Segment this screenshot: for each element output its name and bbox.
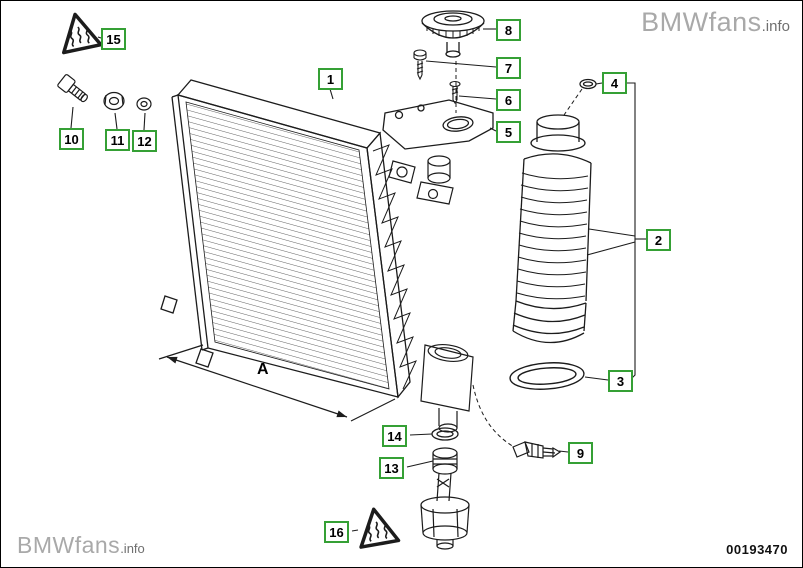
radiator-side-fins bbox=[372, 144, 417, 390]
o-ring bbox=[579, 78, 597, 90]
warning-triangle-icon bbox=[61, 12, 103, 55]
callout-6[interactable]: 6 bbox=[496, 89, 521, 111]
watermark-bottom-left: BMWfans.info bbox=[17, 532, 145, 559]
callout-14[interactable]: 14 bbox=[382, 425, 407, 447]
callout-3[interactable]: 3 bbox=[608, 370, 633, 392]
hex-nut bbox=[103, 91, 125, 111]
radiator-filler-neck bbox=[388, 155, 454, 205]
radiator-outlet bbox=[420, 344, 474, 433]
part-number: 00193470 bbox=[726, 542, 788, 557]
leader-lines bbox=[70, 28, 646, 532]
seal-ring bbox=[431, 427, 459, 441]
drain-fitting bbox=[420, 447, 470, 550]
watermark-brand: BMWfans bbox=[641, 7, 762, 37]
radiator-mount-tab bbox=[160, 295, 178, 314]
watermark-suffix: .info bbox=[120, 541, 145, 556]
callout-10[interactable]: 10 bbox=[59, 128, 84, 150]
watermark-top-right: BMWfans.info bbox=[641, 7, 790, 38]
callout-2[interactable]: 2 bbox=[646, 229, 671, 251]
assembly-dashed-lines bbox=[455, 61, 583, 448]
screw-7 bbox=[413, 49, 427, 81]
callout-7[interactable]: 7 bbox=[496, 57, 521, 79]
radiator-right-face bbox=[366, 131, 411, 399]
temp-sensor bbox=[512, 441, 562, 459]
watermark-brand: BMWfans bbox=[17, 532, 121, 558]
callout-9[interactable]: 9 bbox=[568, 442, 593, 464]
callout-5[interactable]: 5 bbox=[496, 121, 521, 143]
callout-16[interactable]: 16 bbox=[324, 521, 349, 543]
screw-6 bbox=[449, 80, 461, 104]
watermark-suffix: .info bbox=[761, 18, 790, 35]
callout-11[interactable]: 11 bbox=[105, 129, 130, 151]
callout-15[interactable]: 15 bbox=[101, 28, 126, 50]
radiator-core-fins bbox=[185, 101, 390, 390]
callout-13[interactable]: 13 bbox=[379, 457, 404, 479]
mounting-bracket bbox=[382, 99, 494, 150]
callout-4[interactable]: 4 bbox=[602, 72, 627, 94]
radiator bbox=[160, 79, 417, 399]
filler-cap bbox=[421, 10, 485, 58]
drain-plug bbox=[57, 74, 88, 103]
callout-12[interactable]: 12 bbox=[132, 130, 157, 152]
dimension-label: A bbox=[257, 361, 269, 378]
tank-gasket bbox=[509, 362, 585, 390]
dimension-arrow bbox=[158, 344, 396, 422]
callout-8[interactable]: 8 bbox=[496, 19, 521, 41]
washer bbox=[136, 97, 152, 111]
radiator-mount-tab bbox=[195, 348, 214, 368]
warning-triangle-icon bbox=[359, 507, 401, 549]
callout-1[interactable]: 1 bbox=[318, 68, 343, 90]
expansion-tank bbox=[512, 114, 592, 344]
